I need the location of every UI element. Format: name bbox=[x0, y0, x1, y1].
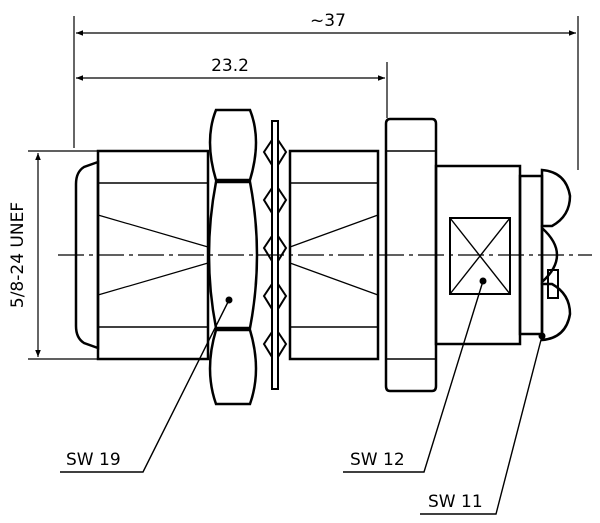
dimension-overall-length: ~37 bbox=[73, 11, 579, 170]
callout-sw19-label: SW 19 bbox=[66, 450, 121, 470]
hex-nut bbox=[207, 108, 259, 406]
thread-label: 5/8-24 UNEF bbox=[8, 202, 28, 308]
callout-sw11-label: SW 11 bbox=[428, 492, 483, 512]
callout-body-flats: SW 12 bbox=[343, 277, 487, 473]
flange bbox=[384, 117, 438, 393]
callout-rear-nut: SW 11 bbox=[420, 332, 546, 515]
flange-length-label: 23.2 bbox=[211, 56, 249, 76]
overall-length-label: ~37 bbox=[310, 11, 346, 31]
dimension-thread: 5/8-24 UNEF bbox=[8, 150, 98, 360]
front-threaded-body bbox=[74, 149, 210, 361]
dimension-flange-length: 23.2 bbox=[76, 56, 388, 118]
callout-hex-nut: SW 19 bbox=[60, 296, 233, 473]
callout-sw12-label: SW 12 bbox=[350, 450, 405, 470]
